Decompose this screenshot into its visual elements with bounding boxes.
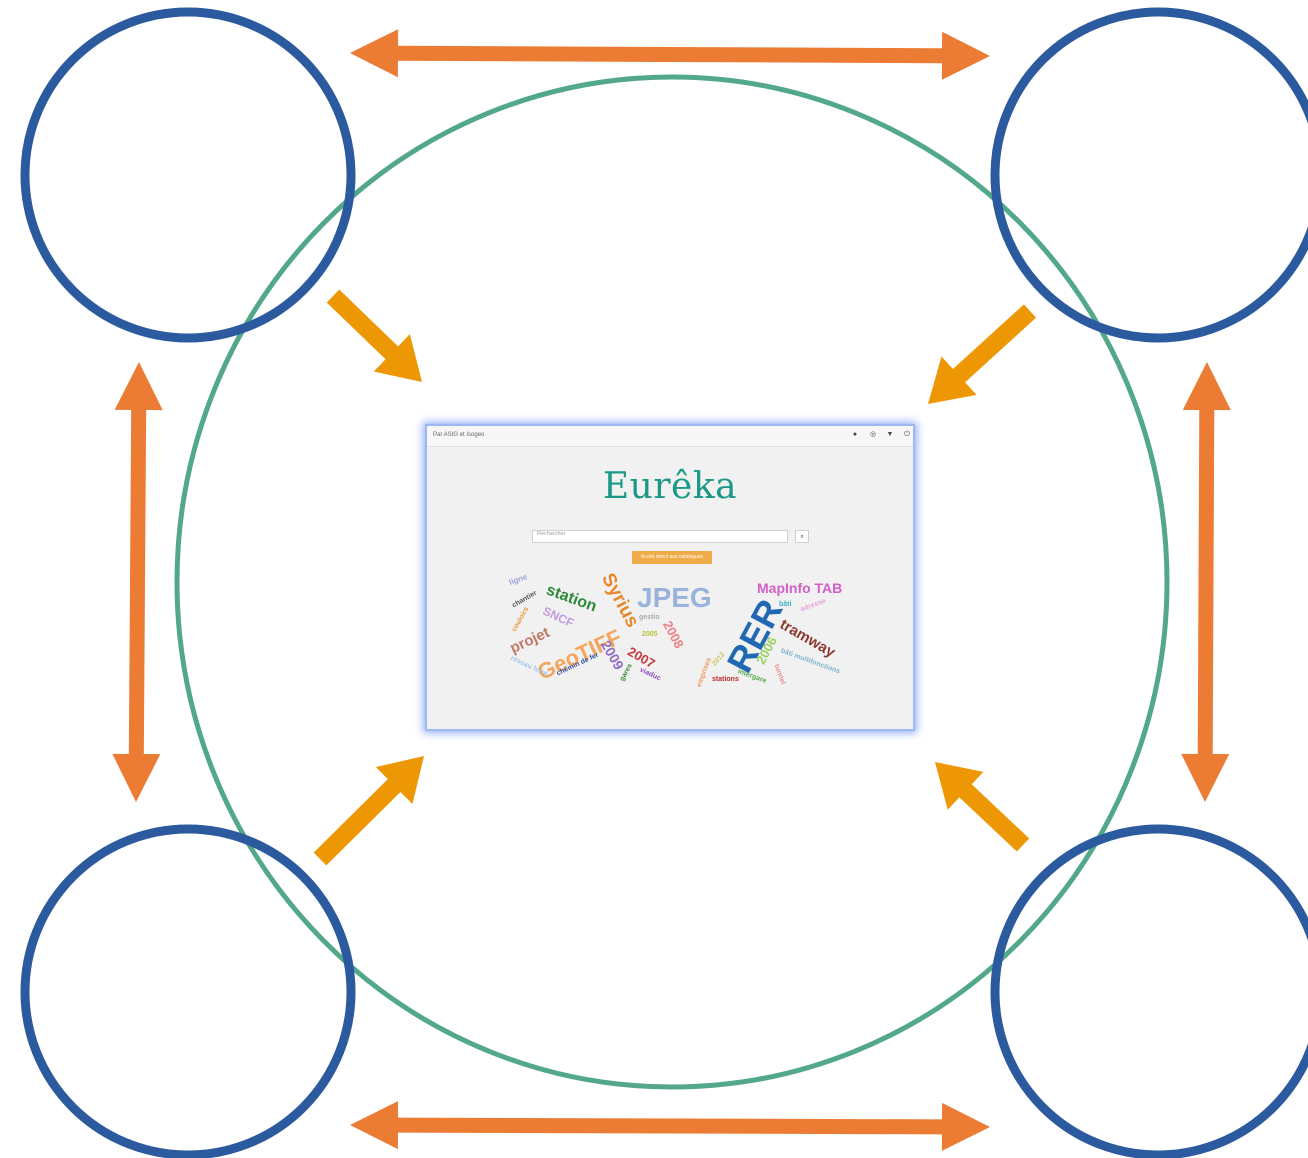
word-cloud-term[interactable]: intergare: [736, 668, 768, 685]
word-cloud-term[interactable]: 2008: [660, 618, 687, 651]
power-icon[interactable]: ⏻: [904, 431, 910, 438]
topbar-title: Par ASIG et Isogeo: [433, 432, 485, 438]
word-cloud-term[interactable]: bâti multifonctions: [779, 647, 841, 676]
word-cloud-term[interactable]: 2012: [711, 651, 727, 668]
inward-arrow-top-left: [326, 289, 422, 382]
word-cloud-term[interactable]: 2007: [625, 643, 658, 672]
word-cloud-term[interactable]: chantier: [511, 589, 539, 610]
word-cloud-term[interactable]: 2005: [642, 631, 658, 638]
word-cloud-term[interactable]: 2006: [753, 634, 780, 667]
word-cloud-term[interactable]: gestio: [639, 614, 660, 621]
word-cloud-term[interactable]: réseau ferré: [509, 654, 549, 679]
app-screenshot: Par ASIG et Isogeo ● ◎ ▼ ⏻ Eurêka Recher…: [425, 424, 915, 731]
word-cloud-term[interactable]: gares: [618, 662, 634, 683]
top-double-arrow: [350, 29, 990, 80]
bottom-left-circle: [20, 824, 356, 1158]
word-cloud-term[interactable]: SNCF: [540, 603, 577, 631]
word-cloud-term[interactable]: viaduc: [638, 666, 662, 683]
search-icon: ⌕: [800, 534, 804, 540]
word-cloud-term[interactable]: tunnel: [772, 663, 787, 686]
word-cloud-term[interactable]: bâti: [779, 601, 792, 608]
left-double-arrow: [112, 362, 163, 802]
catalog-button[interactable]: Accès direct aux catalogues: [632, 551, 712, 564]
top-right-circle: [990, 7, 1308, 343]
word-cloud-term[interactable]: GeoTIFF: [533, 624, 626, 685]
screenshot-topbar: Par ASIG et Isogeo ● ◎ ▼ ⏻: [427, 426, 913, 447]
right-double-arrow: [1181, 362, 1231, 802]
word-cloud-term[interactable]: stations: [712, 676, 739, 683]
word-cloud-term[interactable]: 2009: [597, 637, 628, 673]
cart-icon[interactable]: ▼: [886, 431, 894, 438]
word-cloud-term[interactable]: MapInfo TAB: [757, 580, 843, 596]
search-input[interactable]: Rechercher: [532, 530, 788, 543]
inward-arrow-top-right: [928, 304, 1037, 404]
word-cloud-term[interactable]: ligne: [507, 572, 529, 587]
word-cloud-term[interactable]: chemin de fer: [555, 651, 600, 678]
globe-icon[interactable]: ◎: [869, 431, 877, 438]
inward-arrow-bottom-left: [313, 756, 424, 866]
word-cloud-term[interactable]: adresse: [799, 597, 827, 614]
search-button[interactable]: ⌕: [795, 530, 809, 543]
user-icon[interactable]: ●: [852, 431, 858, 438]
top-left-circle: [20, 7, 356, 343]
word-cloud-term[interactable]: Syrius: [597, 569, 643, 632]
word-cloud-term[interactable]: station: [543, 581, 599, 616]
word-cloud-term[interactable]: JPEG: [637, 582, 712, 613]
central-network-circle: [174, 74, 1170, 1090]
word-cloud-term[interactable]: tramway: [776, 615, 839, 662]
bottom-right-circle: [990, 824, 1308, 1158]
eureka-logo: Eurêka: [602, 466, 738, 507]
word-cloud-term[interactable]: projet: [507, 623, 553, 658]
bottom-double-arrow: [350, 1101, 990, 1151]
inward-arrow-bottom-right: [935, 762, 1030, 852]
word-cloud-term[interactable]: couloirs: [510, 605, 531, 634]
word-cloud-term[interactable]: RER: [718, 592, 791, 679]
word-cloud-term[interactable]: emprises: [695, 656, 713, 689]
